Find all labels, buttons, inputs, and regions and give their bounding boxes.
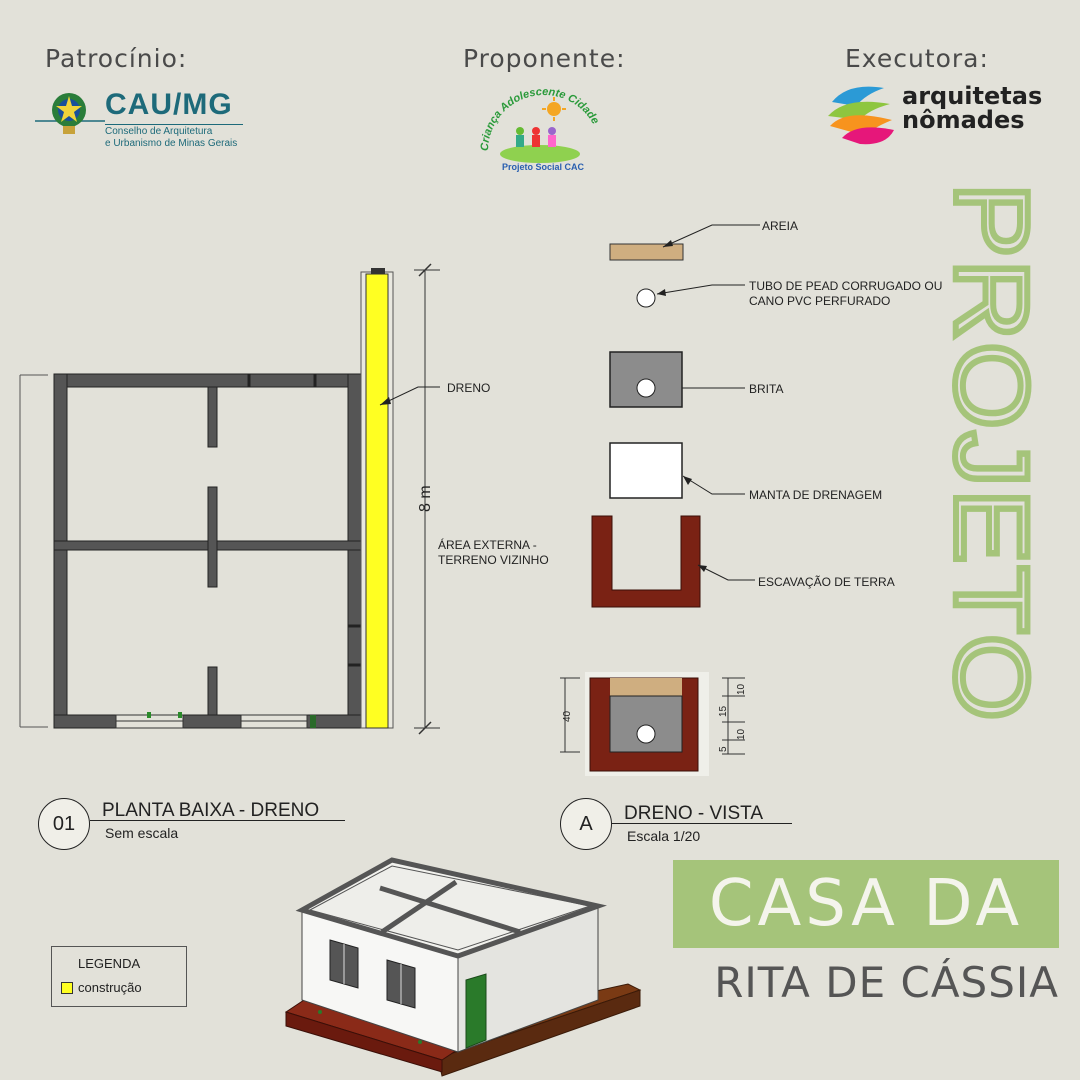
plan-title: PLANTA BAIXA - DRENO <box>102 800 320 821</box>
membrane-label: MANTA DE DRENAGEM <box>749 488 883 502</box>
excavation-shape <box>591 515 701 608</box>
excavation-label: ESCAVAÇÃO DE TERRA <box>758 575 895 589</box>
cau-logo: CAU/MG Conselho de Arquitetura e Urbanis… <box>35 86 265 156</box>
plan-number: 01 <box>52 813 76 835</box>
section-letter: A <box>579 813 593 835</box>
nomades-name: arquitetas nômades <box>902 82 1043 134</box>
sand-label: AREIA <box>762 219 799 233</box>
section-dim-top: 10 <box>736 683 747 695</box>
executor-label: Executora: <box>845 44 989 73</box>
project-title-banner: CASA DA <box>673 860 1059 948</box>
section-title: DRENO - VISTA <box>624 803 763 824</box>
drain-label: DRENO <box>447 381 491 395</box>
section-scale: Escala 1/20 <box>627 828 701 844</box>
external-area-label: ÁREA EXTERNA - TERRENO VIZINHO <box>438 538 549 567</box>
cac-caption: Projeto Social CAC <box>502 162 585 172</box>
side-title: PROJETO <box>940 180 1050 726</box>
house-windows <box>329 939 416 1009</box>
section-sand <box>610 678 682 696</box>
sponsor-label: Patrocínio: <box>45 44 188 73</box>
cau-subtitle: Conselho de Arquitetura e Urbanismo de M… <box>105 126 238 149</box>
section-title-rule <box>612 823 792 824</box>
coat-of-arms-icon <box>35 93 105 134</box>
nomades-emblem-icon <box>828 86 894 145</box>
svg-text:PROJETO: PROJETO <box>940 183 1049 723</box>
section-pipe <box>636 724 656 744</box>
section-dim-total: 40 <box>562 710 573 722</box>
cac-logo: Criança Adolescente Cidade Projeto Socia… <box>478 76 608 176</box>
cac-emblem-icon: Criança Adolescente Cidade Projeto Socia… <box>479 86 601 172</box>
plan-scale: Sem escala <box>105 825 179 841</box>
house-door <box>465 973 487 1049</box>
project-title-line1: CASA DA <box>708 867 1024 941</box>
plan-title-rule <box>90 820 345 821</box>
cau-rule <box>105 124 243 125</box>
legend-swatch <box>61 982 73 994</box>
gravel-label: BRITA <box>749 382 784 396</box>
drain-cap <box>371 268 385 274</box>
pipe-label: TUBO DE PEAD CORRUGADO OU CANO PVC PERFU… <box>749 279 943 308</box>
membrane-block <box>609 442 683 499</box>
house-walls <box>53 373 362 729</box>
section-gravel <box>609 695 683 753</box>
project-title-line2: RITA DE CÁSSIA <box>714 958 1059 1007</box>
plan-number-circle: 01 <box>38 798 90 850</box>
sand-layer <box>609 243 684 261</box>
plan-dimension: 8 m <box>417 485 434 512</box>
legend-title: LEGENDA <box>78 956 141 971</box>
section-dim-mid: 15 <box>718 705 729 717</box>
house-3d-view <box>284 857 642 1077</box>
section-letter-circle: A <box>560 798 612 850</box>
section-dim-pipe: 10 <box>736 728 747 740</box>
legend-box: LEGENDA construção <box>51 946 187 1007</box>
proponent-label: Proponente: <box>463 44 626 73</box>
nomades-logo: arquitetas nômades <box>826 80 1042 150</box>
pipe-icon <box>636 288 656 308</box>
cau-name: CAU/MG <box>105 88 233 121</box>
legend-item: construção <box>78 980 142 995</box>
plan-windows <box>115 712 316 729</box>
section-dim-bottom: 5 <box>718 746 729 752</box>
